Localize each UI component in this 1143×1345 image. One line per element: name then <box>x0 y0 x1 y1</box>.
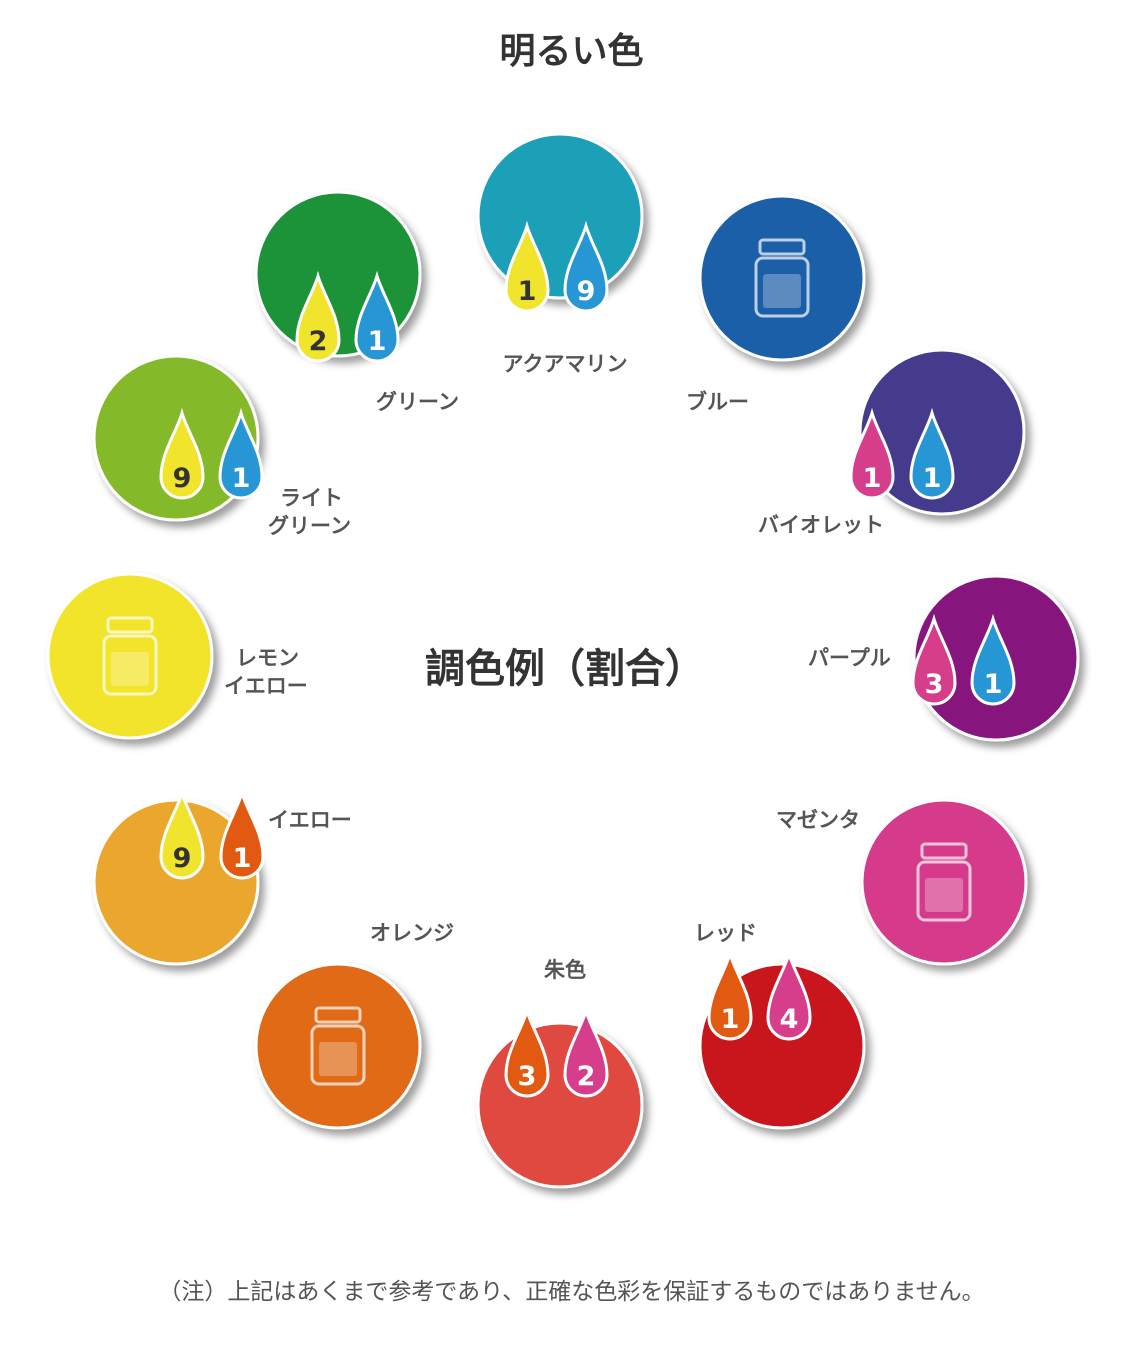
drop-ratio-value: 2 <box>309 326 328 357</box>
drop-yellow-icon: 9 <box>159 787 205 880</box>
bottle-icon <box>754 238 810 318</box>
label-vermilion: 朱色 <box>544 958 586 982</box>
color-swatch-blue <box>698 194 866 362</box>
drop-blue-icon: 1 <box>354 270 400 363</box>
label-light-green: ライト グリーン <box>268 486 351 538</box>
drop-blue-icon: 1 <box>909 407 955 500</box>
color-swatch-lemon-yellow <box>46 572 214 740</box>
color-swatch-orange <box>254 962 422 1130</box>
label-purple: パープル <box>808 646 891 670</box>
label-green: グリーン <box>376 390 459 414</box>
drop-ratio-value: 4 <box>780 1004 799 1035</box>
label-violet: バイオレット <box>758 513 884 537</box>
swatch-circle <box>92 798 260 966</box>
color-swatch-magenta <box>860 798 1028 966</box>
swatch-circle <box>476 1021 644 1189</box>
drop-orange-icon: 1 <box>707 948 753 1041</box>
center-title: 調色例（割合） <box>425 646 705 692</box>
drop-magenta-icon: 3 <box>911 613 957 706</box>
drop-ratio-value: 1 <box>518 276 537 307</box>
drop-ratio-value: 2 <box>577 1061 596 1092</box>
drop-ratio-value: 1 <box>368 326 387 357</box>
drop-blue-icon: 1 <box>970 613 1016 706</box>
drop-blue-icon: 1 <box>218 407 264 500</box>
label-aquamarine: アクアマリン <box>502 352 628 376</box>
swatch-circle <box>254 962 422 1130</box>
drop-yellow-icon: 9 <box>159 407 205 500</box>
drop-yellow-icon: 1 <box>504 220 550 313</box>
drop-orange-icon: 3 <box>504 1005 550 1098</box>
drop-magenta-icon: 4 <box>766 948 812 1041</box>
label-lemon-yellow: レモン イエロー <box>224 646 308 698</box>
drop-ratio-value: 1 <box>233 843 252 874</box>
swatch-circle <box>858 348 1026 516</box>
drop-yellow-icon: 2 <box>295 270 341 363</box>
label-blue: ブルー <box>686 390 749 414</box>
drop-ratio-value: 3 <box>518 1061 537 1092</box>
drop-ratio-value: 9 <box>173 463 192 494</box>
bottle-icon <box>916 842 972 922</box>
label-red: レッド <box>694 921 757 945</box>
drop-blue-icon: 9 <box>563 220 609 313</box>
swatch-circle <box>860 798 1028 966</box>
bottle-icon <box>310 1006 366 1086</box>
drop-ratio-value: 1 <box>863 463 882 494</box>
drop-ratio-value: 9 <box>577 276 596 307</box>
bottle-icon <box>102 616 158 696</box>
swatch-circle <box>698 194 866 362</box>
drop-ratio-value: 3 <box>925 669 944 700</box>
label-orange: オレンジ <box>370 921 454 945</box>
label-magenta: マゼンタ <box>776 808 860 832</box>
page-title: 明るい色 <box>499 31 644 72</box>
drop-ratio-value: 1 <box>923 463 942 494</box>
drop-ratio-value: 1 <box>984 669 1003 700</box>
label-yellow: イエロー <box>268 808 352 832</box>
drop-ratio-value: 1 <box>232 463 251 494</box>
swatch-circle <box>476 132 644 300</box>
drop-ratio-value: 1 <box>721 1004 740 1035</box>
swatch-circle <box>46 572 214 740</box>
disclaimer-note: （注）上記はあくまで参考であり、正確な色彩を保証するものではありません。 <box>158 1279 985 1305</box>
drop-magenta-icon: 2 <box>563 1005 609 1098</box>
drop-magenta-icon: 1 <box>849 407 895 500</box>
drop-ratio-value: 9 <box>173 843 192 874</box>
drop-orange-icon: 1 <box>219 787 265 880</box>
